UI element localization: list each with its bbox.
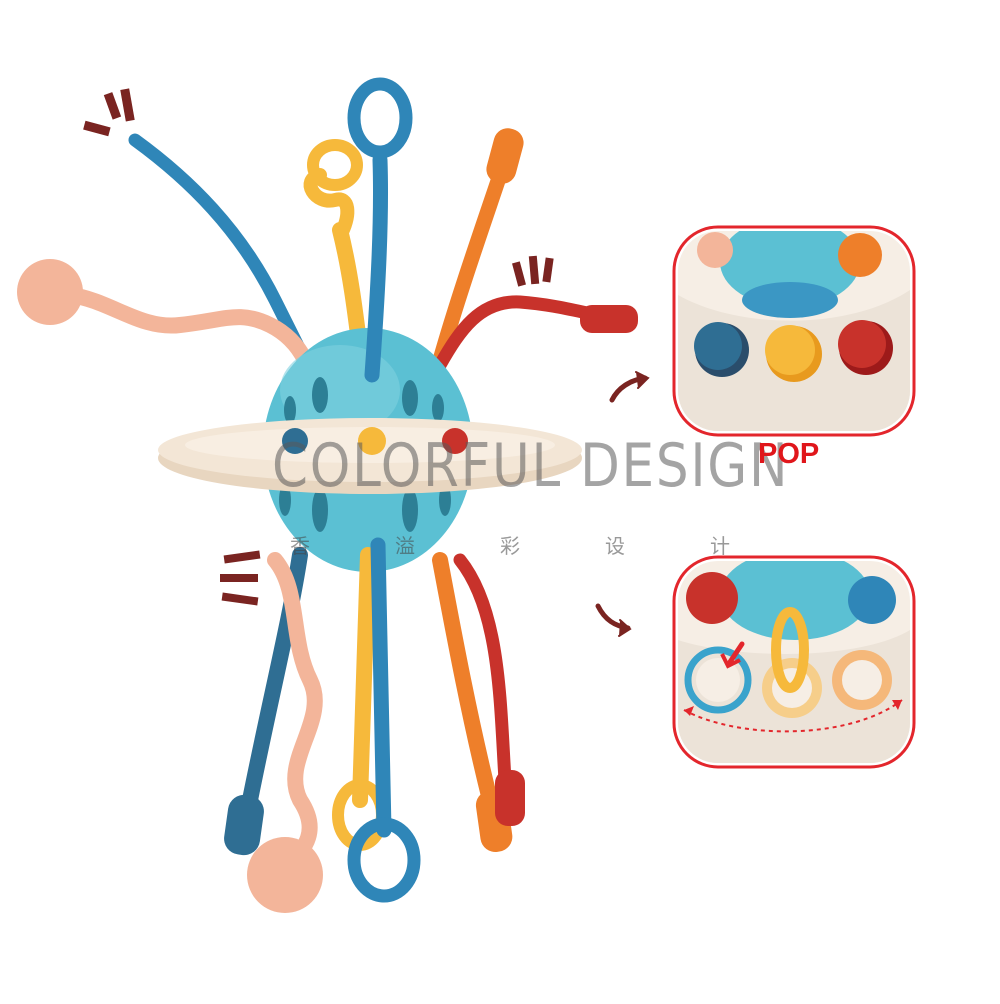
motion-lines-icon [512,255,554,287]
curved-arrow-icon [595,603,632,637]
toy-ring [158,418,582,494]
strap-yellow-bottom [352,547,376,808]
watermark-char: 计 [710,534,730,558]
motion-lines-icon [83,88,135,137]
watermark-char: 设 [605,534,625,558]
curved-arrow-icon [609,371,650,403]
watermark-char: 溢 [395,534,415,558]
motion-lines-icon [220,550,261,606]
strap-orange-top [432,152,513,368]
watermark-char: 香 [290,534,310,558]
pop-label: POP [758,438,820,470]
watermark-char: 彩 [500,534,520,558]
strap-peach-bottom [267,552,323,868]
strap-blue-bottom-left [242,547,308,808]
strap-red-bottom [453,553,512,787]
callout-rings [672,555,916,769]
strap-blue-top [364,152,389,383]
watermark-title: COLORFUL DESIGN [272,431,790,501]
peach-textured-end [247,837,323,913]
peach-textured-end [17,259,83,325]
strap-peach-top [62,287,313,368]
strap-blue-bottom [370,537,392,838]
watermark-subtitle: 香 溢 彩 设 计 [290,530,730,559]
strap-orange-bottom [432,552,498,808]
callout-pop [672,225,916,437]
